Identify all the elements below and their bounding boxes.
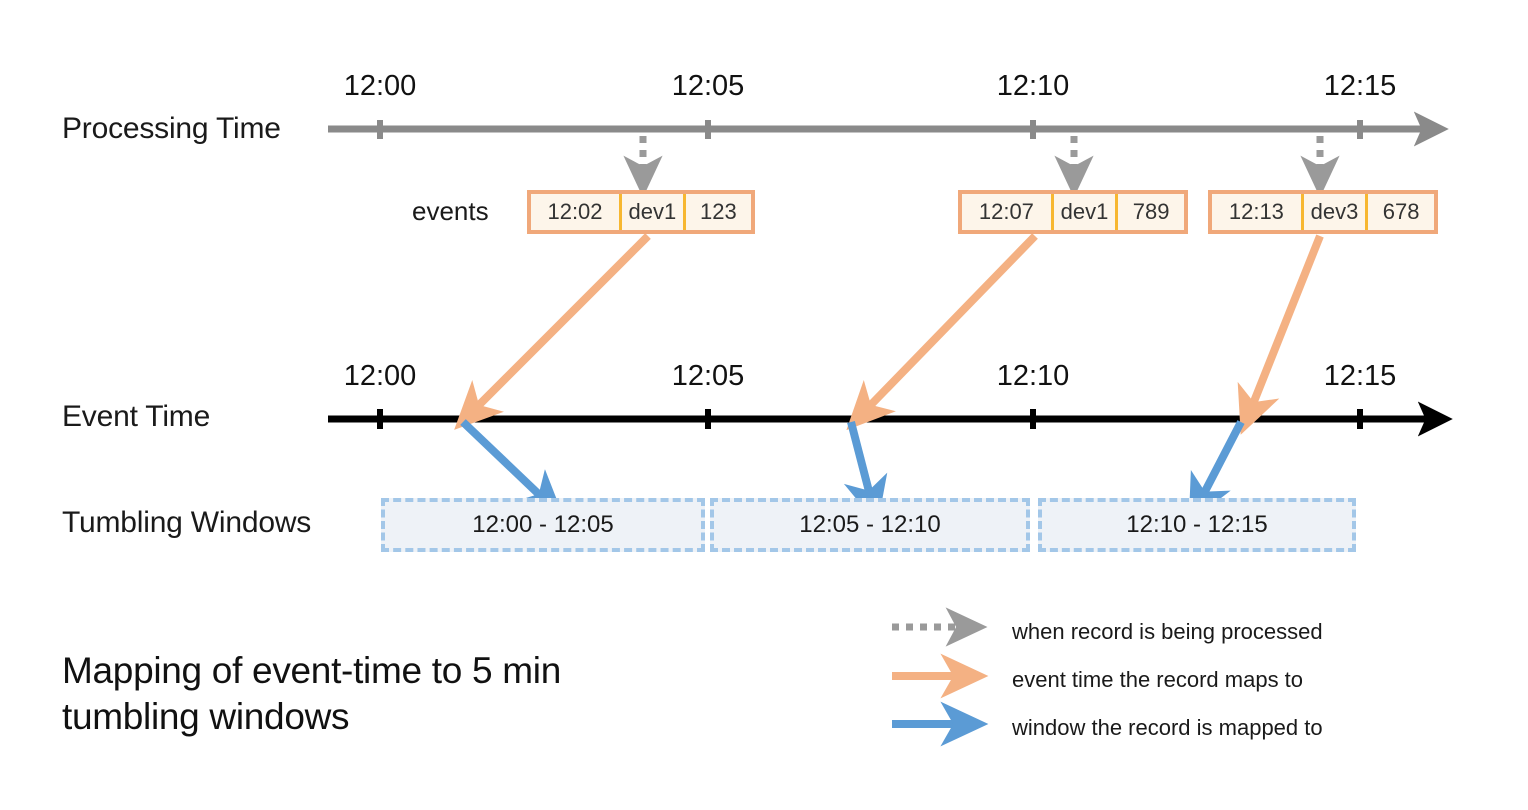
event-tick-label-0: 12:00 [343, 360, 417, 392]
legend-label: event time the record maps to [1012, 667, 1304, 692]
event-record-box[interactable]: 12:07 dev1 789 [958, 190, 1188, 234]
processing-time-axis [328, 111, 1449, 147]
event-time-axis [328, 401, 1453, 437]
legend-label: when record is being processed [1012, 619, 1323, 644]
event-device-cell: dev1 [619, 194, 683, 230]
event-tick-label-3: 12:15 [1323, 360, 1397, 392]
event-tick-label-2: 12:10 [996, 360, 1070, 392]
tumbling-window-box[interactable]: 12:10 - 12:15 [1038, 498, 1356, 552]
event-value-cell: 678 [1365, 194, 1434, 230]
processing-time-row-label: Processing Time [62, 112, 281, 145]
blue-arrow-2 [843, 420, 888, 525]
legend-label: window the record is mapped to [1012, 715, 1323, 740]
processing-tick-label-0: 12:00 [343, 70, 417, 102]
processing-dashed-arrows [623, 136, 1340, 198]
event-time-row-label: Event Time [62, 400, 211, 433]
tumbling-window-box[interactable]: 12:00 - 12:05 [381, 498, 705, 552]
tumbling-windows-row-label: Tumbling Windows [62, 506, 312, 539]
diagram-caption: Mapping of event-time to 5 min tumbling … [62, 650, 561, 738]
solid-arrow-icon [888, 665, 998, 695]
events-row-label: events [412, 196, 489, 226]
legend-item-window: window the record is mapped to [888, 704, 1408, 752]
event-time-cell: 12:02 [547, 199, 603, 224]
orange-arrow-2 [846, 233, 1038, 431]
processing-tick-label-1: 12:05 [671, 70, 745, 102]
legend-swatch-arrows [892, 607, 989, 747]
event-record-box[interactable]: 12:13 dev3 678 [1208, 190, 1438, 234]
legend-item-event-time: event time the record maps to [888, 656, 1408, 704]
blue-arrow-3 [1188, 420, 1245, 523]
processing-tick-label-2: 12:10 [996, 70, 1070, 102]
blue-window-arrows [460, 419, 1245, 525]
event-record-box[interactable]: 12:02 dev1 123 [527, 190, 755, 234]
dashed-arrow-icon [888, 617, 998, 647]
solid-arrow-icon [888, 713, 998, 743]
orange-event-time-arrows [454, 233, 1324, 435]
event-value-cell: 789 [1115, 194, 1184, 230]
event-tick-label-1: 12:05 [671, 360, 745, 392]
legend-item-processed: when record is being processed [888, 608, 1408, 656]
event-value-cell: 123 [682, 194, 751, 230]
tumbling-window-box[interactable]: 12:05 - 12:10 [710, 498, 1030, 552]
legend: when record is being processed event tim… [888, 608, 1408, 752]
event-device-cell: dev1 [1050, 194, 1115, 230]
event-time-cell: 12:07 [978, 199, 1034, 224]
orange-arrow-3 [1237, 234, 1324, 435]
blue-arrow-1 [460, 419, 565, 519]
event-time-cell: 12:13 [1228, 199, 1284, 224]
orange-arrow-1 [454, 233, 651, 430]
event-device-cell: dev3 [1300, 194, 1365, 230]
processing-tick-label-3: 12:15 [1323, 70, 1397, 102]
